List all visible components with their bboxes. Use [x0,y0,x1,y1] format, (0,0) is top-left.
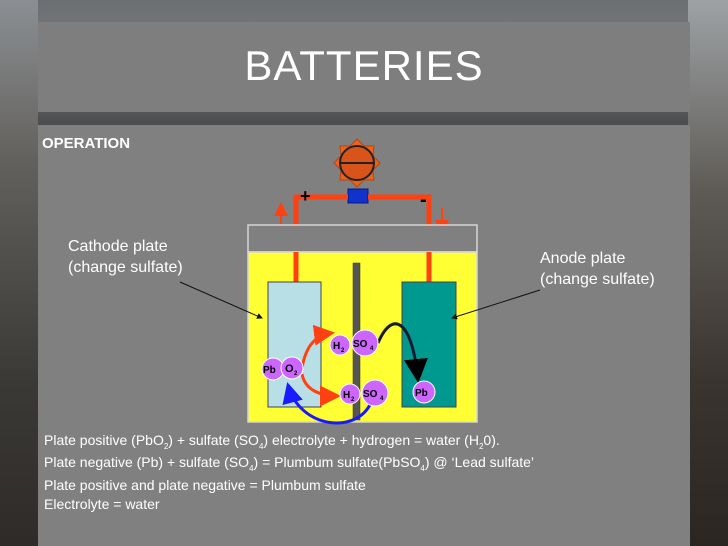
anode-label-line1: Anode plate [540,250,626,267]
equation-line-3: Plate positive and plate negative = Plum… [44,477,366,493]
cathode-label-line1: Cathode plate [68,238,168,255]
svg-text:4: 4 [380,396,384,402]
anode-label: Anode plate (change sulfate) [540,248,655,290]
positive-terminal-sign: + [300,186,311,206]
return-arrow [282,382,374,425]
section-heading: OPERATION [42,135,131,152]
cathode-plate [267,281,322,408]
svg-text:SO: SO [363,389,378,400]
svg-text:2: 2 [351,397,355,403]
svg-text:H: H [333,341,340,352]
svg-text:Pb: Pb [263,365,276,376]
molecule-h2-bottom: H 2 [339,383,361,405]
molecule-pb-cathode: Pb [261,357,285,381]
molecule-o2-cathode: O 2 [280,356,304,380]
background-photo-left [0,0,38,546]
reaction-arrow-down [300,373,341,407]
container-lid [247,224,478,253]
molecule-so4-bottom: SO 4 [361,379,389,407]
cathode-label-line2: (change sulfate) [68,259,183,276]
negative-terminal-sign: - [420,189,427,211]
sulfate-arrow [376,322,428,383]
lamp-icon [333,138,381,204]
anode-label-line2: (change sulfate) [540,271,655,288]
svg-text:Pb: Pb [415,388,428,399]
cathode-label: Cathode plate (change sulfate) [68,236,183,278]
molecule-h2-top: H 2 [329,334,351,356]
molecule-pb-anode: Pb [412,380,436,404]
equation-line-1: Plate positive (PbO2) + sulfate (SO4) el… [44,432,500,451]
anode-pointer [451,289,541,320]
slide-title: BATTERIES [244,42,484,89]
title-band [38,22,690,112]
equation-line-2: Plate negative (Pb) + sulfate (SO4) = Pl… [44,454,535,473]
svg-text:SO: SO [353,339,368,350]
svg-text:2: 2 [294,371,298,377]
background-photo-right [688,0,728,546]
reaction-arrow-up [300,324,335,369]
equation-line-4: Electrolyte = water [44,496,160,512]
molecule-so4-top: SO 4 [351,329,379,357]
svg-text:O: O [285,363,294,375]
svg-text:4: 4 [370,346,374,352]
cathode-pointer [179,281,263,319]
svg-text:2: 2 [341,348,345,354]
svg-text:H: H [343,390,350,401]
